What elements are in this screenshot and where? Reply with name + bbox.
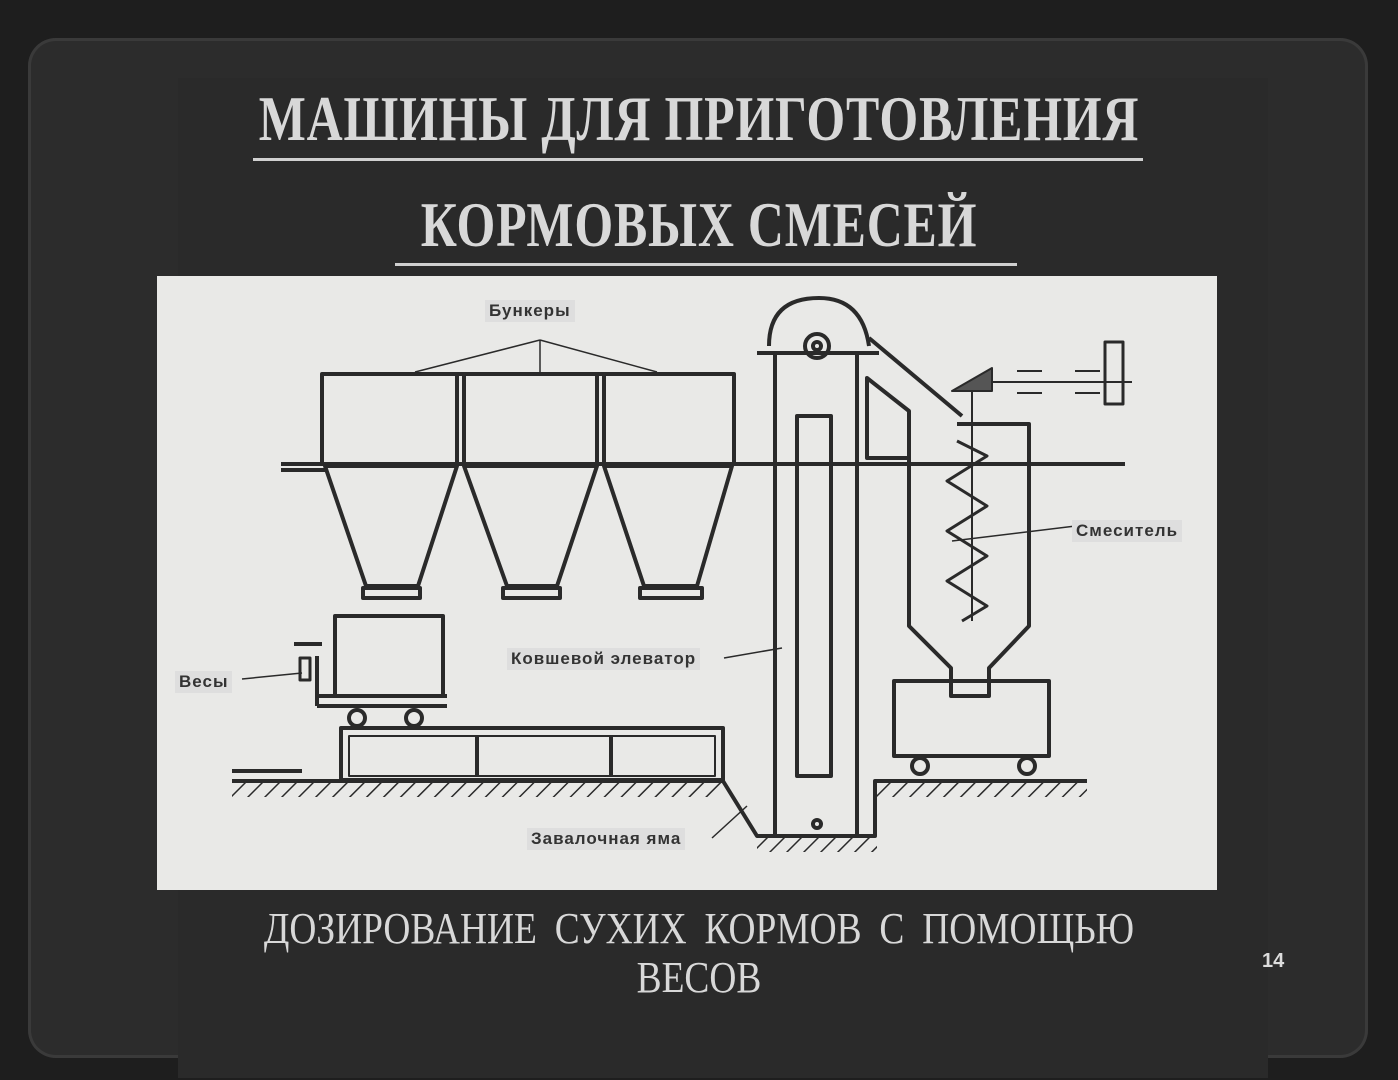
conveyor-platform bbox=[339, 726, 725, 782]
bunkers bbox=[281, 372, 1125, 600]
slide-number: 14 bbox=[1262, 950, 1285, 972]
diagram-panel: Бункеры Смеситель Весы Ковшевой элеватор… bbox=[157, 276, 1217, 890]
scales-pointer-line bbox=[241, 672, 303, 680]
ground bbox=[232, 769, 1087, 852]
elevator-chute bbox=[865, 376, 911, 460]
mixer bbox=[907, 340, 1132, 698]
caption-line2: ВЕСОВ bbox=[636, 953, 762, 1002]
output-cart bbox=[892, 679, 1051, 776]
feed-mixing-diagram bbox=[232, 296, 1132, 852]
title-underline-2 bbox=[395, 263, 1017, 266]
label-bunkers: Бункеры bbox=[485, 300, 575, 322]
label-loading-pit: Завалочная яма bbox=[527, 828, 686, 850]
label-mixer: Смеситель bbox=[1072, 520, 1183, 542]
slide-title-line2: КОРМОВЫХ СМЕСЕЙ bbox=[420, 189, 978, 260]
label-scales: Весы bbox=[175, 671, 233, 693]
caption-line1: ДОЗИРОВАНИЕ СУХИХ КОРМОВ С ПОМОЩЬЮ bbox=[263, 904, 1135, 953]
elevator-pointer-line bbox=[723, 647, 783, 659]
title-underline-1 bbox=[253, 158, 1143, 161]
scales-cart bbox=[294, 614, 447, 728]
bunkers-pointer-lines bbox=[414, 339, 658, 373]
mixer-pointer-line bbox=[951, 523, 1093, 542]
slide-title-line1: МАШИНЫ ДЛЯ ПРИГОТОВЛЕНИЯ bbox=[258, 83, 1140, 154]
label-bucket-elevator: Ковшевой элеватор bbox=[507, 648, 701, 670]
bucket-elevator bbox=[757, 296, 964, 836]
pit-pointer-line bbox=[711, 805, 748, 839]
